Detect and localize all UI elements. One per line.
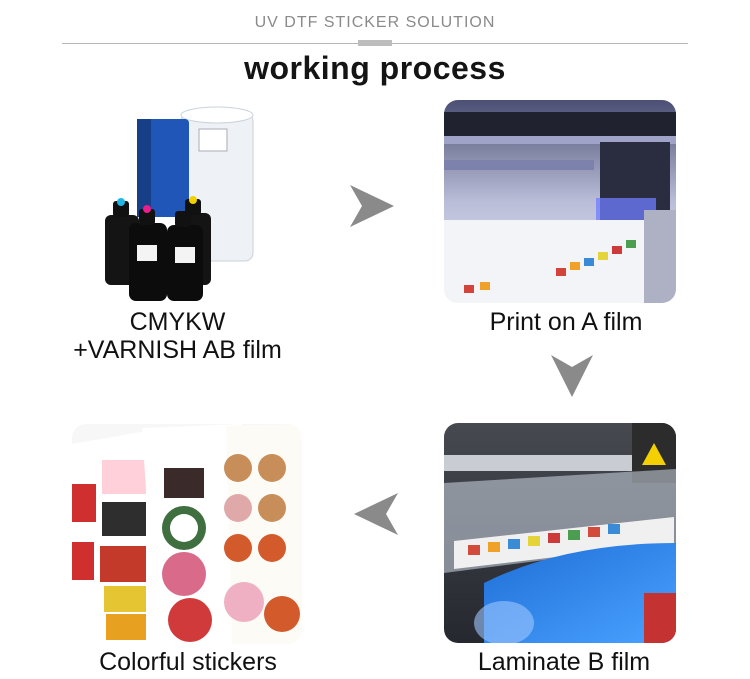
header-rule-accent (358, 40, 392, 46)
warning-triangle-icon (642, 443, 666, 465)
blue-film-roll-shade (137, 119, 151, 217)
step-1-label-line-2: +VARNISH AB film (73, 336, 282, 364)
white-film-label (198, 128, 228, 152)
printer-rail (444, 112, 676, 138)
page-title: working process (244, 50, 506, 86)
sticker-strip (454, 517, 674, 569)
uv-printer-illustration (444, 100, 676, 303)
ink-and-film-illustration (105, 106, 254, 301)
arrow-down-icon (551, 355, 593, 397)
step-2-image (444, 100, 676, 303)
arrow-right-icon (350, 185, 394, 227)
step-4-image (72, 424, 302, 644)
ink-bottle-front-left (129, 223, 167, 301)
a-film-bed (444, 220, 676, 303)
laminator-roller (444, 455, 676, 471)
step-3-label: Laminate B film (477, 648, 651, 676)
section-kicker: UV DTF STICKER SOLUTION (254, 14, 496, 31)
step-2-label: Print on A film (489, 308, 643, 336)
laminator-illustration (444, 423, 676, 643)
step-1-image (95, 105, 265, 305)
printed-stickers (464, 240, 636, 293)
step-1-label: CMYKW +VARNISH AB film (35, 308, 320, 364)
ink-bottles (105, 196, 211, 301)
white-film-roll-top (180, 106, 254, 124)
colorful-stickers-illustration (72, 424, 302, 644)
step-4-label: Colorful stickers (99, 648, 277, 676)
arrow-left-icon (354, 493, 398, 535)
step-1-label-line-1: CMYKW (129, 308, 226, 336)
step-3-image (444, 423, 676, 643)
